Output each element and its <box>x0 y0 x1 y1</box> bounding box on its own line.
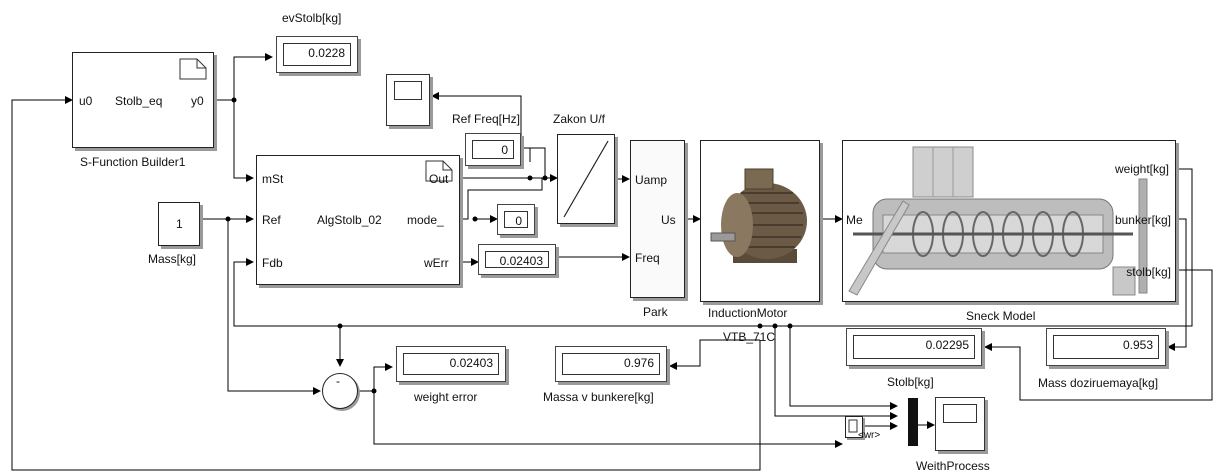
motor-image <box>710 168 807 263</box>
mass-label: Mass[kg] <box>148 252 197 266</box>
massa-bunkere-label: Massa v bunkere[kg] <box>543 390 654 404</box>
weith-process-label: WeithProcess <box>916 459 990 473</box>
ref-freq-display[interactable]: 0 <box>465 133 521 166</box>
motor-label: InductionMotor <box>708 306 788 320</box>
alg-fdb-port: Fdb <box>262 256 283 270</box>
mode-value: 0 <box>504 211 528 228</box>
alg-werr-port: wErr <box>424 256 449 270</box>
sfunc-block-label: S-Function Builder1 <box>80 155 186 169</box>
ramp-icon <box>563 140 609 218</box>
sneck-weight-port: weight[kg] <box>1114 162 1169 176</box>
mass-doz-value: 0.953 <box>1053 335 1159 359</box>
weith-process-scope[interactable] <box>935 397 985 451</box>
massa-bunkere-display[interactable]: 0.976 <box>555 346 667 382</box>
mass-value: 1 <box>176 217 183 231</box>
scope-screen <box>943 404 977 423</box>
evstolb-display[interactable]: 0.0228 <box>276 36 358 73</box>
sneck-stolb-port: stolb[kg] <box>1126 265 1171 279</box>
sneck-model-block[interactable]: Me weight[kg] bunker[kg] stolb[kg] <box>842 140 1176 302</box>
stolb-value: 0.02295 <box>853 335 975 359</box>
mux-block[interactable] <box>908 398 918 446</box>
screw-conveyor-image <box>848 146 1148 296</box>
sum-block[interactable]: - <box>322 373 358 409</box>
alg-function-name: AlgStolb_02 <box>317 213 382 227</box>
mode-display[interactable]: 0 <box>497 204 535 235</box>
s-function-builder-block[interactable]: u0 Stolb_eq y0 <box>72 52 214 148</box>
sfunc-input-port: u0 <box>79 94 93 108</box>
weight-error-display[interactable]: 0.02403 <box>396 346 506 382</box>
conversion-block[interactable] <box>845 416 863 438</box>
mass-constant-block[interactable]: 1 <box>158 202 200 246</box>
induction-motor-block[interactable] <box>700 140 820 302</box>
alg-out-port: Out <box>429 172 449 186</box>
scope-screen <box>394 81 422 100</box>
sfunc-output-port: y0 <box>191 94 204 108</box>
sneck-label: Sneck Model <box>966 309 1036 323</box>
werr-display[interactable]: 0.02403 <box>478 244 556 275</box>
stolb-label: Stolb[kg] <box>887 375 934 389</box>
sfunc-function-name: Stolb_eq <box>115 94 163 108</box>
zakon-uf-block[interactable] <box>557 134 615 224</box>
werr-value: 0.02403 <box>485 251 549 268</box>
park-uamp-port: Uamp <box>635 173 668 187</box>
mass-doz-display[interactable]: 0.953 <box>1046 328 1166 366</box>
conversion-tag: <wr> <box>858 430 881 441</box>
conversion-icon <box>848 419 858 433</box>
document-icon <box>179 58 207 80</box>
evstolb-value: 0.0228 <box>283 43 351 66</box>
document-icon <box>425 160 453 182</box>
alg-mode-port: mode_ <box>407 213 444 227</box>
ref-freq-scope[interactable] <box>386 74 430 126</box>
evstolb-label: evStolb[kg] <box>282 11 342 25</box>
sneck-bunker-port: bunker[kg] <box>1114 213 1171 227</box>
sneck-me-port: Me <box>846 213 863 227</box>
alg-ref-port: Ref <box>262 213 281 227</box>
park-us-port: Us <box>661 213 676 227</box>
ref-freq-value: 0 <box>472 140 514 159</box>
weight-error-value: 0.02403 <box>403 353 499 375</box>
weight-error-label: weight error <box>414 390 478 404</box>
park-block[interactable]: Uamp Us Freq <box>630 140 685 298</box>
sum-minus-sign: - <box>336 374 340 388</box>
alg-stolb-block[interactable]: mSt Ref Fdb AlgStolb_02 mode_ Out wErr <box>256 155 460 285</box>
ref-freq-label: Ref Freq[Hz] <box>452 112 521 126</box>
mass-doz-label: Mass doziruemaya[kg] <box>1038 376 1159 390</box>
motor-label-2: VTB_71C <box>723 330 776 344</box>
zakon-label: Zakon U/f <box>553 112 606 126</box>
park-freq-port: Freq <box>635 251 660 265</box>
park-label: Park <box>643 305 668 319</box>
massa-bunkere-value: 0.976 <box>562 353 660 375</box>
alg-mst-port: mSt <box>262 172 284 186</box>
stolb-display[interactable]: 0.02295 <box>846 328 982 366</box>
